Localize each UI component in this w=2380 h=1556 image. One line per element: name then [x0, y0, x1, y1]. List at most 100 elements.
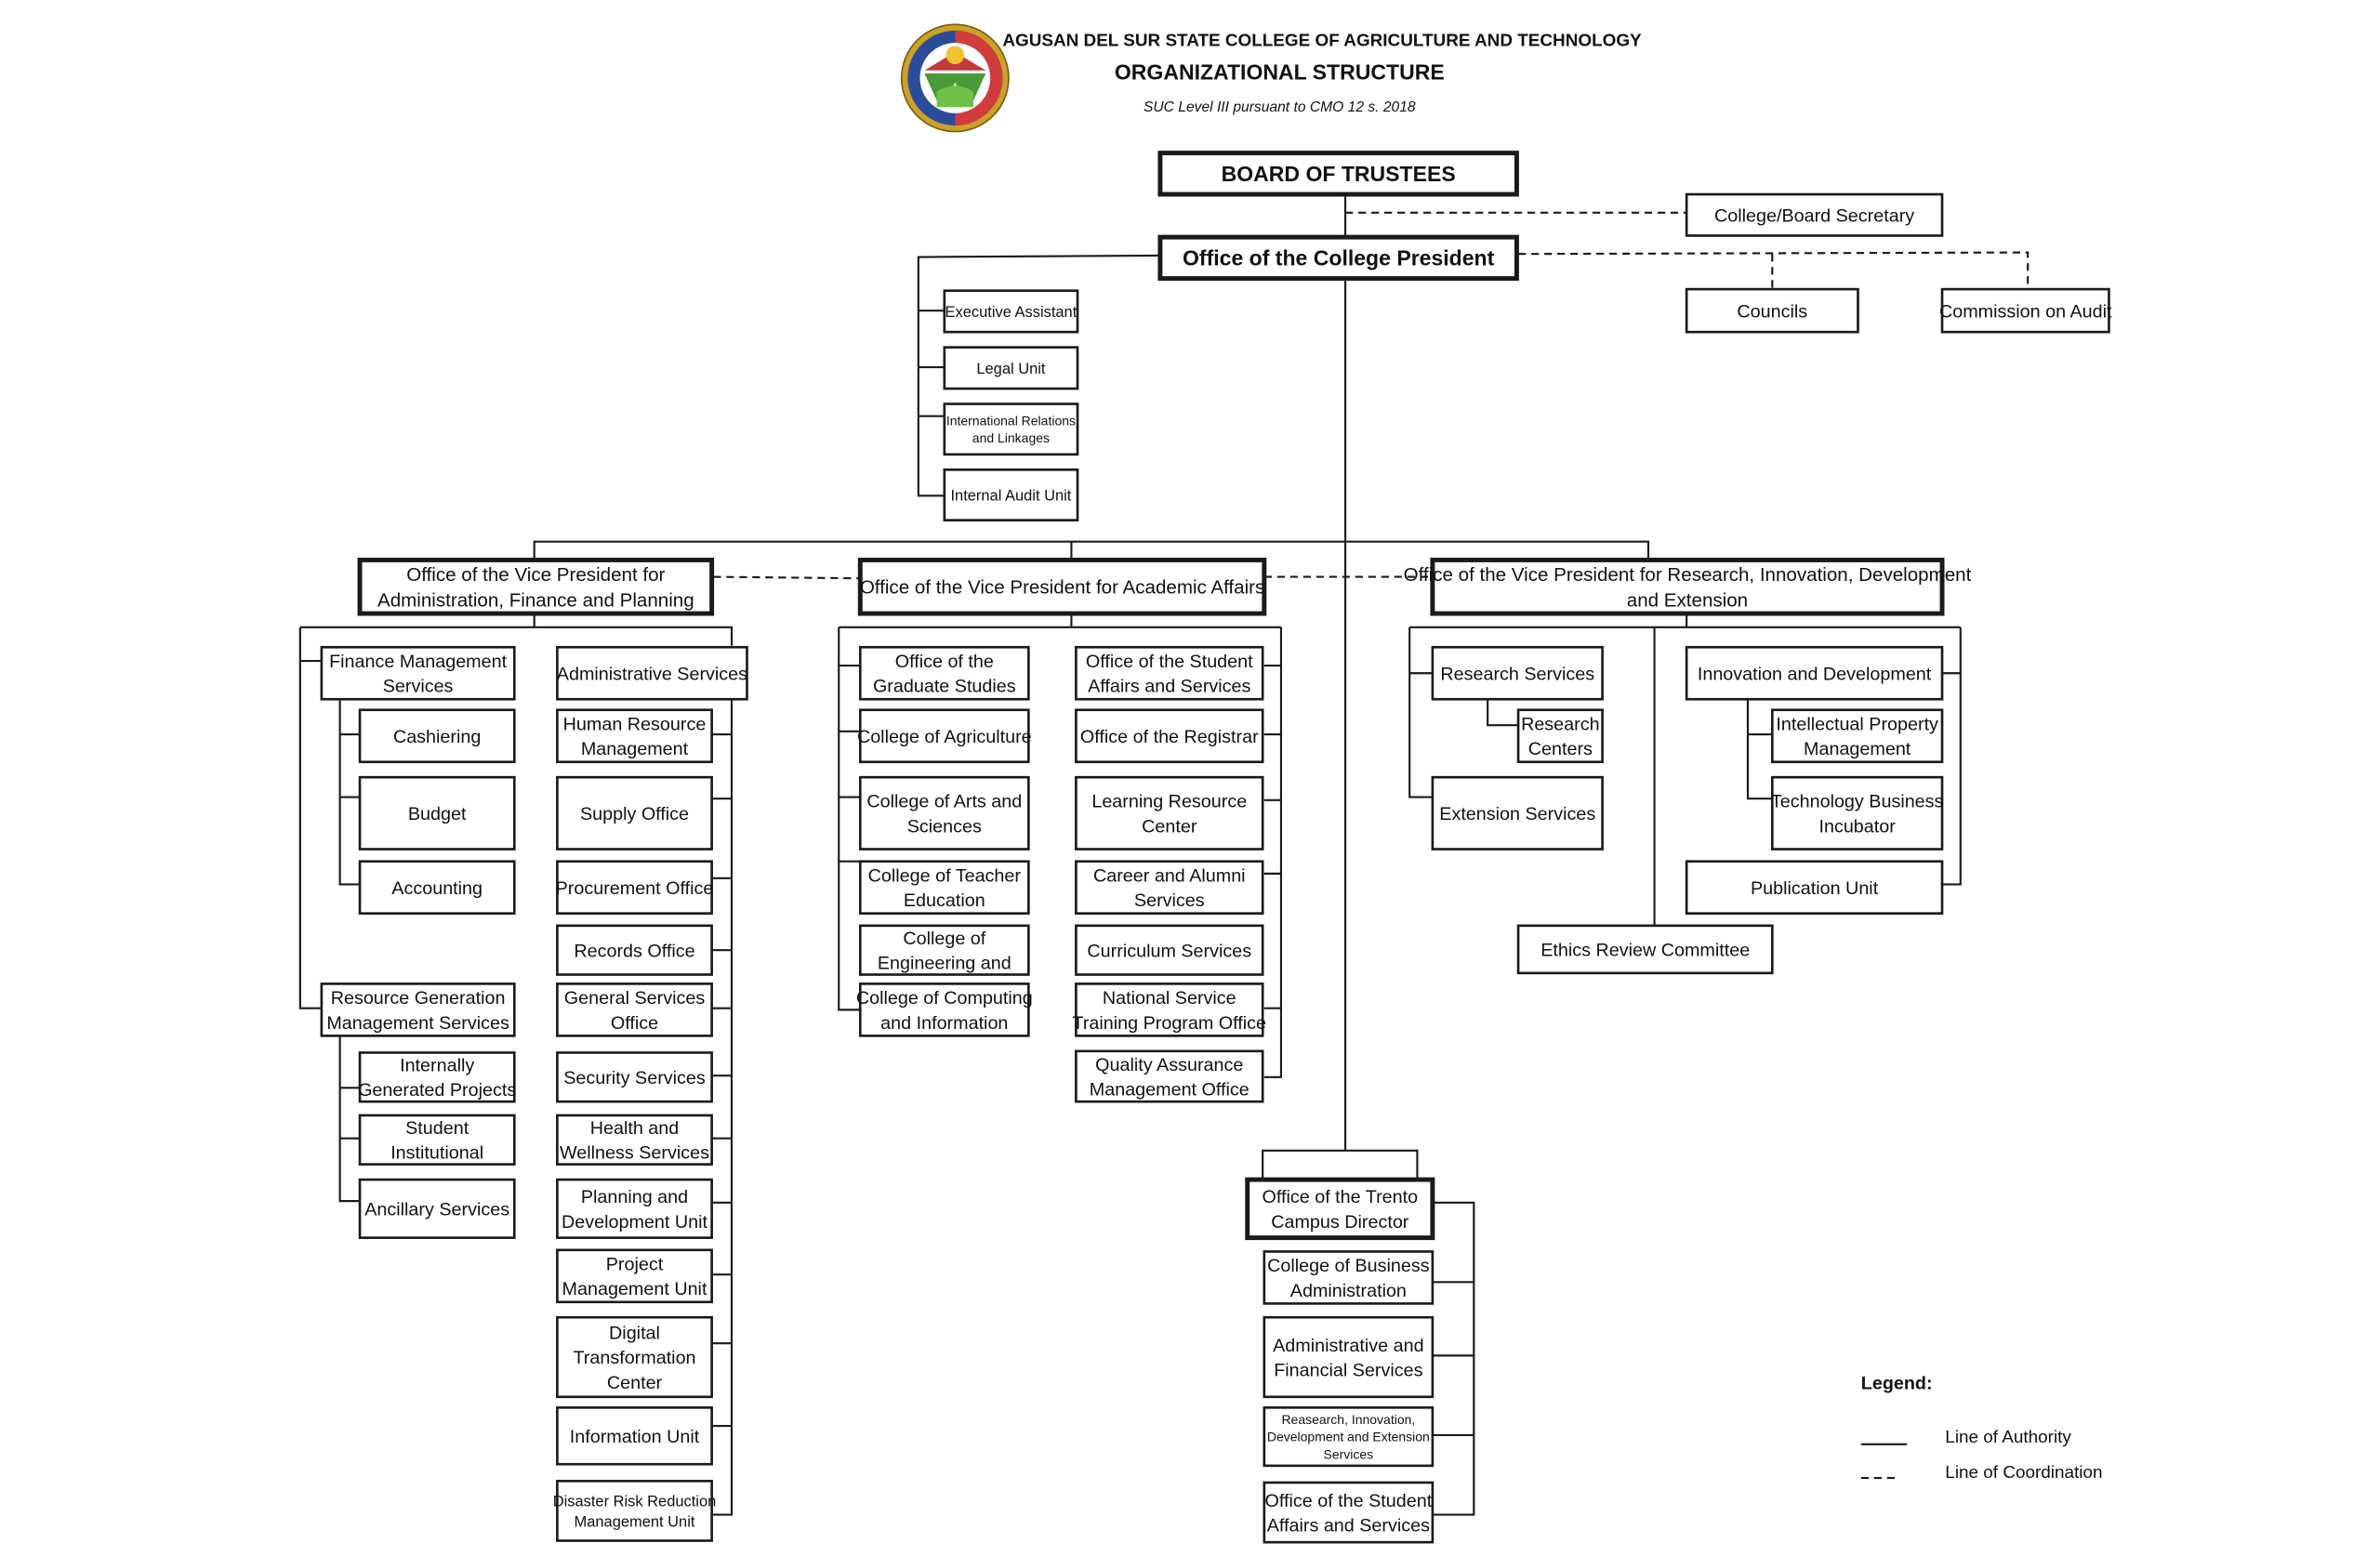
college-teacher-education-label: Education [904, 890, 985, 911]
digital-transformation-center-frame [556, 1315, 713, 1399]
career-alumni-services-label: Career and Alumni [1093, 865, 1246, 886]
student-institutional-label: Institutional [390, 1143, 483, 1164]
procurement-office-box: Procurement Office [556, 860, 713, 915]
trento-business-administration-label: College of Business [1267, 1256, 1430, 1276]
learning-resource-center-label: Learning Resource [1091, 792, 1247, 812]
trento-student-affairs-frame [1263, 1481, 1435, 1544]
chart-title: ORGANIZATIONAL STRUCTURE [1115, 60, 1445, 85]
budget-frame [358, 775, 516, 851]
trento-research-extension-label: Services [1324, 1447, 1374, 1462]
finance-management-services-label: Services [383, 677, 454, 697]
commission-on-audit-label: Commission on Audit [1939, 301, 2112, 322]
records-office-box: Records Office [556, 924, 713, 976]
vp-academic-frame [857, 557, 1267, 616]
councils-frame [1685, 287, 1859, 334]
board-of-trustees-frame [1157, 151, 1519, 197]
internally-generated-projects-label: Generated Projects [358, 1080, 516, 1101]
office-of-president-frame [1157, 234, 1519, 282]
office-of-president-label: Office of the College President [1183, 246, 1495, 270]
information-unit-frame [556, 1406, 713, 1466]
trento-campus-director-label: Office of the Trento [1263, 1187, 1419, 1207]
vp-academic-label: Office of the Vice President for Academi… [860, 577, 1264, 599]
staff-executive-assistant-label: Executive Assistant [945, 304, 1078, 321]
vp-research-label: and Extension [1627, 590, 1748, 612]
supply-office-label: Supply Office [580, 804, 689, 824]
college-agriculture-frame [858, 708, 1030, 764]
staff-internal-audit-box: Internal Audit Unit [943, 468, 1079, 521]
board-of-trustees-label: BOARD OF TRUSTEES [1222, 162, 1456, 186]
college-arts-sciences-label: Sciences [907, 816, 982, 837]
administrative-services-label: Administrative Services [557, 664, 747, 684]
college-engineering-label: Engineering and [878, 954, 1012, 974]
trento-business-administration-label: Administration [1290, 1281, 1407, 1301]
graduate-studies-label: Office of the [895, 652, 994, 672]
nstp-office-label: National Service [1103, 988, 1236, 1009]
trento-campus-director-label: Campus Director [1271, 1212, 1409, 1233]
intellectual-property-management-label: Intellectual Property [1776, 715, 1938, 735]
records-office-frame [556, 924, 713, 976]
college-engineering-frame [858, 924, 1030, 976]
ancillary-services-frame [358, 1178, 516, 1239]
nstp-office-label: Training Program Office [1072, 1013, 1266, 1034]
college-engineering-box: College of Engineering and [858, 924, 1030, 976]
trento-admin-financial-label: Financial Services [1274, 1360, 1422, 1380]
innovation-development-frame [1685, 645, 1944, 701]
office-registrar-frame [1075, 708, 1264, 764]
trento-admin-financial-label: Administrative and [1273, 1336, 1423, 1356]
councils-box: Councils [1685, 287, 1859, 334]
student-institutional-frame [358, 1114, 516, 1166]
staff-internal-audit-frame [943, 468, 1079, 521]
planning-development-unit-label: Planning and [581, 1187, 688, 1207]
research-services-frame [1431, 645, 1604, 701]
college-engineering-label: College of [903, 929, 985, 949]
college-board-secretary-box: College/Board Secretary [1685, 192, 1944, 237]
resource-generation-label: Management Services [326, 1013, 509, 1034]
research-services-label: Research Services [1440, 664, 1594, 684]
innovation-development-box: Innovation and Development [1685, 645, 1944, 701]
vp-admin-frame [357, 557, 715, 616]
curriculum-services-frame [1075, 924, 1264, 976]
budget-label: Budget [408, 804, 467, 824]
curriculum-services-label: Curriculum Services [1087, 941, 1251, 961]
trento-research-extension-label: Reasearch, Innovation, [1281, 1412, 1415, 1427]
resource-generation-label: Resource Generation [331, 988, 506, 1009]
lines-of-authority [298, 194, 1962, 1516]
information-unit-box: Information Unit [556, 1406, 713, 1466]
technology-business-incubator-label: Technology Business [1771, 792, 1944, 812]
human-resource-management-label: Management [581, 739, 689, 759]
resource-generation-frame [320, 982, 516, 1037]
chart-subtitle: SUC Level III pursuant to CMO 12 s. 2018 [1144, 99, 1416, 115]
trento-business-administration-frame [1263, 1250, 1435, 1305]
graduate-studies-label: Graduate Studies [873, 677, 1016, 697]
college-computing-information-frame [858, 982, 1030, 1037]
accounting-frame [358, 860, 516, 915]
office-registrar-box: Office of the Registrar [1075, 708, 1264, 764]
supply-office-frame [556, 775, 713, 851]
trento-admin-financial-frame [1263, 1315, 1435, 1399]
lines-of-coordination [713, 211, 2030, 580]
ethics-review-committee-box: Ethics Review Committee [1516, 924, 1774, 975]
college-teacher-education-frame [858, 860, 1030, 915]
finance-management-services-frame [320, 645, 516, 701]
institution-name: AGUSAN DEL SUR STATE COLLEGE OF AGRICULT… [1002, 31, 1642, 50]
accounting-label: Accounting [391, 878, 483, 899]
nstp-office-frame [1075, 982, 1264, 1037]
security-services-label: Security Services [563, 1068, 706, 1088]
staff-executive-assistant-frame [943, 289, 1079, 334]
legend-coordination-label: Line of Coordination [1945, 1463, 2102, 1483]
councils-label: Councils [1737, 301, 1807, 322]
project-management-unit-label: Management Unit [562, 1279, 707, 1299]
college-arts-sciences-label: College of Arts and [866, 792, 1022, 812]
